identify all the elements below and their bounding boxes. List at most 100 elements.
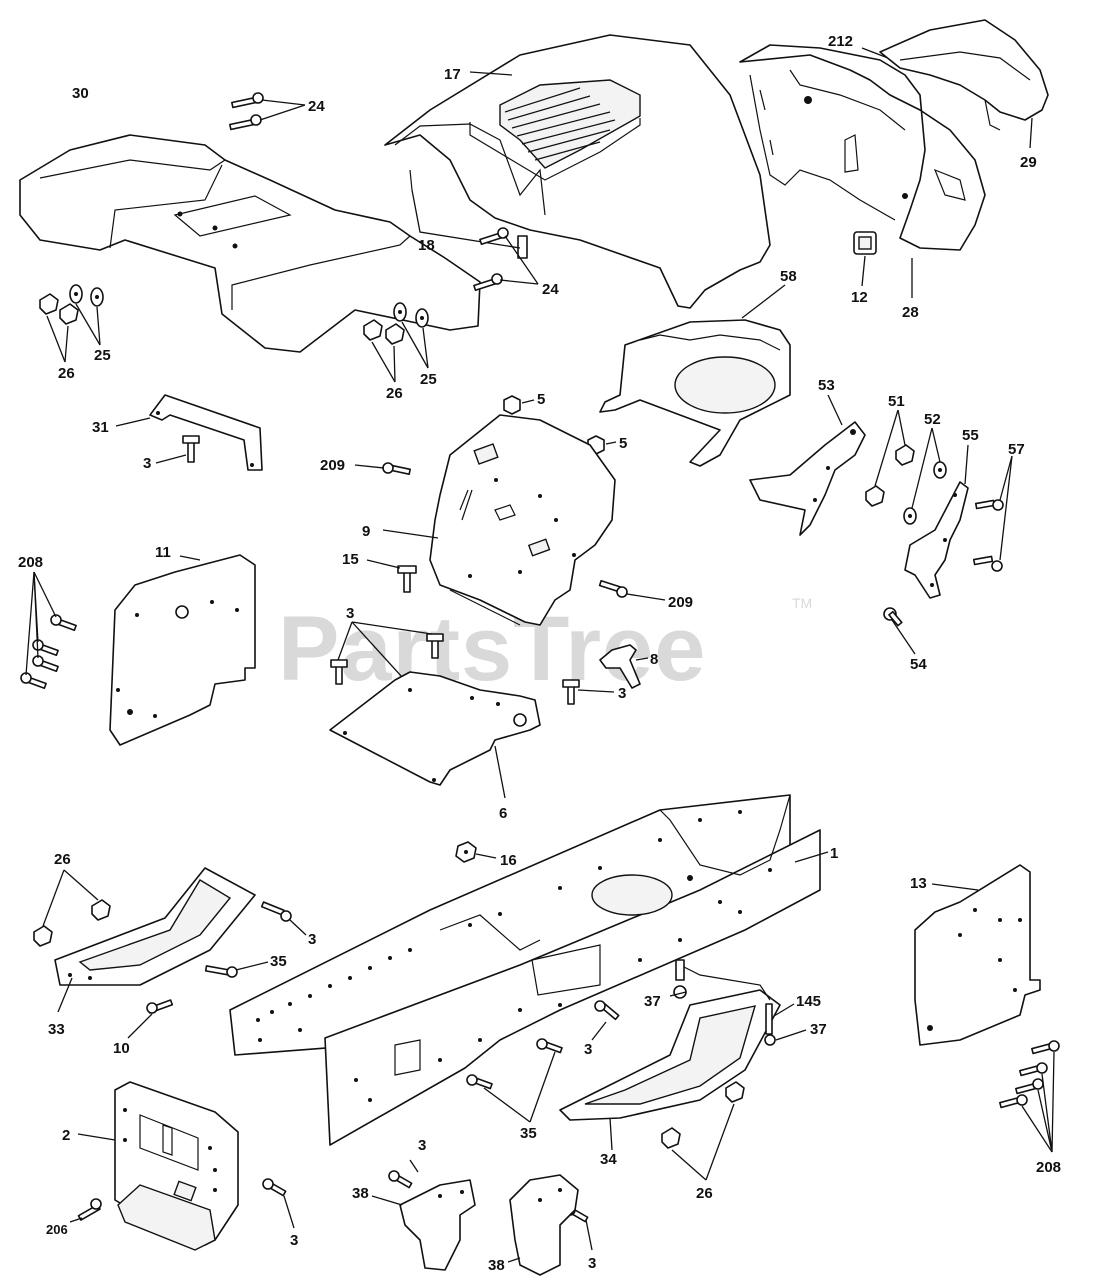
part-33-footrest-left bbox=[54, 867, 256, 986]
label-25-left: 25 bbox=[94, 347, 111, 364]
label-2: 2 bbox=[62, 1127, 70, 1144]
label-25-center: 25 bbox=[420, 371, 437, 388]
label-208-left: 208 bbox=[18, 554, 43, 571]
label-16: 16 bbox=[500, 852, 517, 869]
label-28: 28 bbox=[902, 304, 919, 321]
label-11: 11 bbox=[155, 544, 171, 561]
label-9: 9 bbox=[362, 523, 370, 540]
part-15-screw bbox=[397, 565, 417, 593]
part-212-dash-panel bbox=[739, 44, 986, 251]
part-52-washers bbox=[903, 461, 947, 525]
part-3-screw-d bbox=[260, 901, 292, 922]
callout-labels: 30 24 17 212 29 18 24 12 28 58 25 26 25 … bbox=[18, 33, 1061, 1274]
part-58-lower-panel bbox=[599, 319, 791, 467]
label-57: 57 bbox=[1008, 441, 1025, 458]
label-18: 18 bbox=[418, 237, 435, 254]
label-145: 145 bbox=[796, 993, 821, 1010]
label-24-center: 24 bbox=[542, 281, 559, 298]
label-51: 51 bbox=[888, 393, 905, 410]
watermark-trademark: TM bbox=[792, 595, 812, 611]
part-25-26-hardware-center bbox=[363, 302, 429, 345]
label-3-a: 3 bbox=[143, 455, 151, 472]
label-52: 52 bbox=[924, 411, 941, 428]
part-53-bracket bbox=[749, 421, 866, 536]
label-3-f: 3 bbox=[418, 1137, 426, 1154]
part-206-screw bbox=[77, 1198, 102, 1221]
part-35-screw-left bbox=[204, 965, 238, 978]
part-38-bracket-b bbox=[509, 1174, 579, 1276]
label-55: 55 bbox=[962, 427, 979, 444]
label-3-d: 3 bbox=[308, 931, 316, 948]
part-31-bracket bbox=[149, 394, 263, 471]
label-31: 31 bbox=[92, 419, 109, 436]
part-26-nuts-right bbox=[661, 1081, 745, 1149]
label-35-center: 35 bbox=[520, 1125, 537, 1142]
label-12: 12 bbox=[851, 289, 868, 306]
part-57-screws bbox=[972, 499, 1004, 572]
label-35-left: 35 bbox=[270, 953, 287, 970]
label-33: 33 bbox=[48, 1021, 65, 1038]
part-35-screws-center bbox=[466, 1038, 563, 1090]
label-38-a: 38 bbox=[352, 1185, 369, 1202]
label-5-top: 5 bbox=[537, 391, 545, 408]
label-34: 34 bbox=[600, 1151, 617, 1168]
part-6-plate bbox=[329, 671, 541, 786]
part-30-fender bbox=[19, 134, 481, 353]
part-9-dash-plate bbox=[429, 414, 616, 626]
part-2-battery-tray bbox=[114, 1081, 239, 1251]
label-209-left: 209 bbox=[320, 457, 345, 474]
part-24-screws-center bbox=[473, 227, 509, 292]
part-10-screw bbox=[146, 999, 174, 1014]
label-26-left: 26 bbox=[58, 365, 75, 382]
label-5-bottom: 5 bbox=[619, 435, 627, 452]
part-3-screw-e bbox=[594, 1000, 620, 1021]
label-3-h: 3 bbox=[588, 1255, 596, 1272]
label-13: 13 bbox=[910, 875, 927, 892]
label-37-bottom: 37 bbox=[810, 1021, 827, 1038]
label-58: 58 bbox=[780, 268, 797, 285]
label-26-center: 26 bbox=[386, 385, 403, 402]
label-209-right: 209 bbox=[668, 594, 693, 611]
label-15: 15 bbox=[342, 551, 359, 568]
part-209-screws bbox=[382, 462, 628, 598]
label-17: 17 bbox=[444, 66, 461, 83]
part-55-bracket bbox=[904, 481, 969, 599]
label-206: 206 bbox=[46, 1222, 68, 1237]
part-16-nut bbox=[455, 841, 477, 863]
label-8: 8 bbox=[650, 651, 658, 668]
part-208-screws-right bbox=[999, 1040, 1060, 1109]
label-37-top: 37 bbox=[644, 993, 661, 1010]
label-29: 29 bbox=[1020, 154, 1037, 171]
label-3-b: 3 bbox=[346, 605, 354, 622]
label-208-right: 208 bbox=[1036, 1159, 1061, 1176]
label-10: 10 bbox=[113, 1040, 130, 1057]
label-26-lower-right: 26 bbox=[696, 1185, 713, 1202]
part-1-frame bbox=[229, 794, 821, 1146]
part-26-nuts-left bbox=[33, 899, 111, 947]
part-3-screw-c bbox=[562, 679, 580, 705]
label-3-g: 3 bbox=[290, 1232, 298, 1249]
label-53: 53 bbox=[818, 377, 835, 394]
label-26-lower-left: 26 bbox=[54, 851, 71, 868]
label-24: 24 bbox=[308, 98, 325, 115]
part-29-headlight-cover bbox=[879, 19, 1049, 131]
part-17-hood bbox=[384, 34, 771, 309]
part-34-footrest-right bbox=[559, 959, 781, 1121]
label-6: 6 bbox=[499, 805, 507, 822]
label-3-e: 3 bbox=[584, 1041, 592, 1058]
part-38-bracket-a bbox=[399, 1179, 476, 1271]
part-3-screw-a bbox=[182, 435, 200, 463]
label-38-b: 38 bbox=[488, 1257, 505, 1274]
part-51-nuts bbox=[865, 444, 915, 507]
label-30: 30 bbox=[72, 85, 89, 102]
part-25-26-hardware-left bbox=[39, 284, 104, 325]
part-54-screw bbox=[883, 607, 903, 627]
label-54: 54 bbox=[910, 656, 927, 673]
part-13-side-panel-right bbox=[914, 864, 1041, 1046]
label-1: 1 bbox=[830, 845, 838, 862]
label-3-c: 3 bbox=[618, 685, 626, 702]
part-208-screws-left bbox=[20, 614, 77, 690]
part-24-screws-top bbox=[229, 92, 264, 131]
part-37-145-hardware bbox=[673, 985, 776, 1046]
